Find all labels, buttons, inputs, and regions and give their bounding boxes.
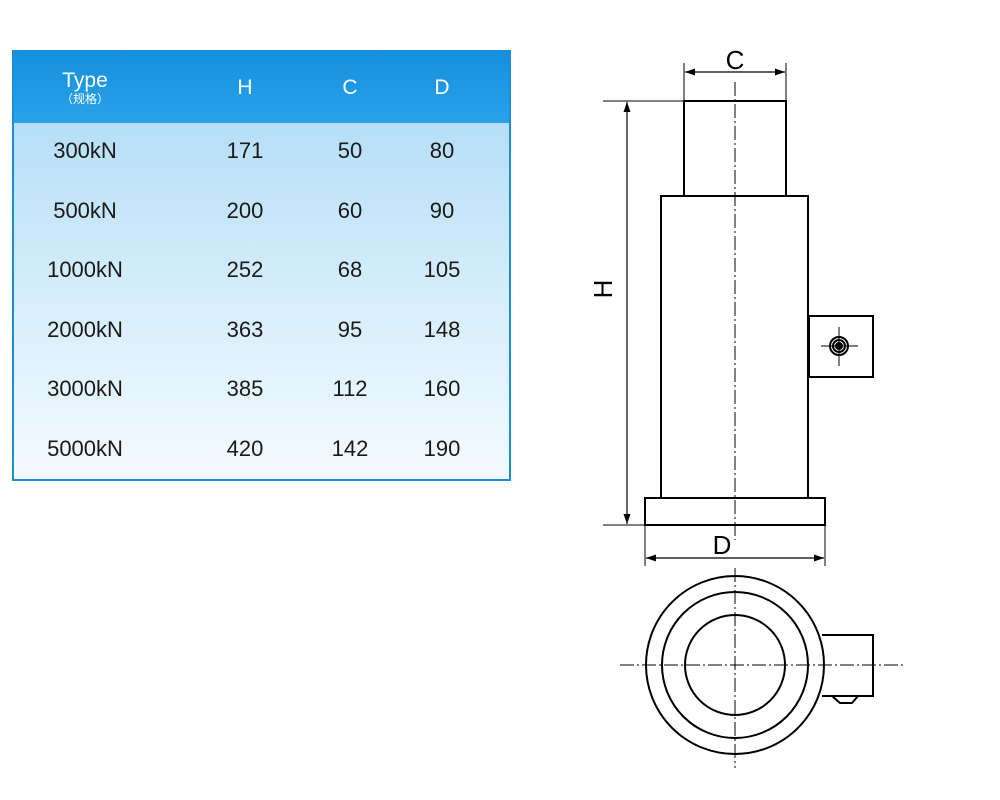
dimension-d: D — [644, 526, 826, 566]
side-view — [644, 100, 874, 526]
cell-h: 385 — [226, 376, 264, 401]
cell-d: 105 — [423, 257, 461, 282]
connector-nub — [831, 695, 859, 704]
cell-d: 148 — [423, 317, 461, 342]
header-h: H — [237, 52, 252, 123]
cell-c: 112 — [332, 376, 368, 401]
connector-crosshair — [821, 327, 858, 366]
dim-h-label: H — [588, 280, 618, 299]
cell-type: 300kN — [53, 138, 117, 163]
cell-type: 1000kN — [47, 257, 123, 282]
table-row: 2000kN 363 95 148 — [14, 310, 509, 350]
cell-d: 190 — [423, 436, 461, 461]
spec-table: Type （规格） H C D 300kN 171 50 80 500kN 20… — [12, 50, 511, 481]
dim-d-label: D — [713, 530, 732, 560]
header-type: Type （规格） — [61, 52, 109, 123]
header-d: D — [434, 52, 449, 123]
table-row: 1000kN 252 68 105 — [14, 250, 509, 290]
cell-type: 5000kN — [47, 436, 123, 461]
side-connector — [808, 315, 874, 378]
cell-d: 80 — [429, 138, 455, 163]
header-type-sublabel: （规格） — [60, 92, 110, 106]
cell-d: 160 — [423, 376, 461, 401]
cell-c: 68 — [337, 257, 363, 282]
cell-h: 171 — [226, 138, 264, 163]
cell-c: 95 — [337, 317, 363, 342]
cell-d: 90 — [429, 198, 455, 223]
cell-h: 420 — [226, 436, 264, 461]
top-view-centerlines — [620, 568, 905, 768]
header-c-label: C — [342, 75, 358, 99]
table-row: 500kN 200 60 90 — [14, 191, 509, 231]
cell-h: 363 — [226, 317, 264, 342]
cell-c: 60 — [337, 198, 363, 223]
dim-c-label: C — [726, 45, 745, 75]
cell-c: 50 — [337, 138, 363, 163]
table-row: 5000kN 420 142 190 — [14, 429, 509, 469]
dimension-h: H — [588, 100, 683, 526]
header-c: C — [342, 52, 357, 123]
header-h-label: H — [237, 75, 253, 99]
header-type-label: Type — [62, 69, 108, 92]
cell-type: 500kN — [53, 198, 117, 223]
table-row: 300kN 171 50 80 — [14, 131, 509, 171]
cell-h: 252 — [226, 257, 264, 282]
cell-c: 142 — [331, 436, 369, 461]
cell-type: 2000kN — [47, 317, 123, 342]
table-row: 3000kN 385 112 160 — [14, 369, 509, 409]
cell-h: 200 — [226, 198, 264, 223]
cell-type: 3000kN — [47, 376, 123, 401]
header-d-label: D — [434, 75, 450, 99]
table-header: Type （规格） H C D — [14, 52, 509, 123]
dimension-c: C — [683, 45, 787, 100]
